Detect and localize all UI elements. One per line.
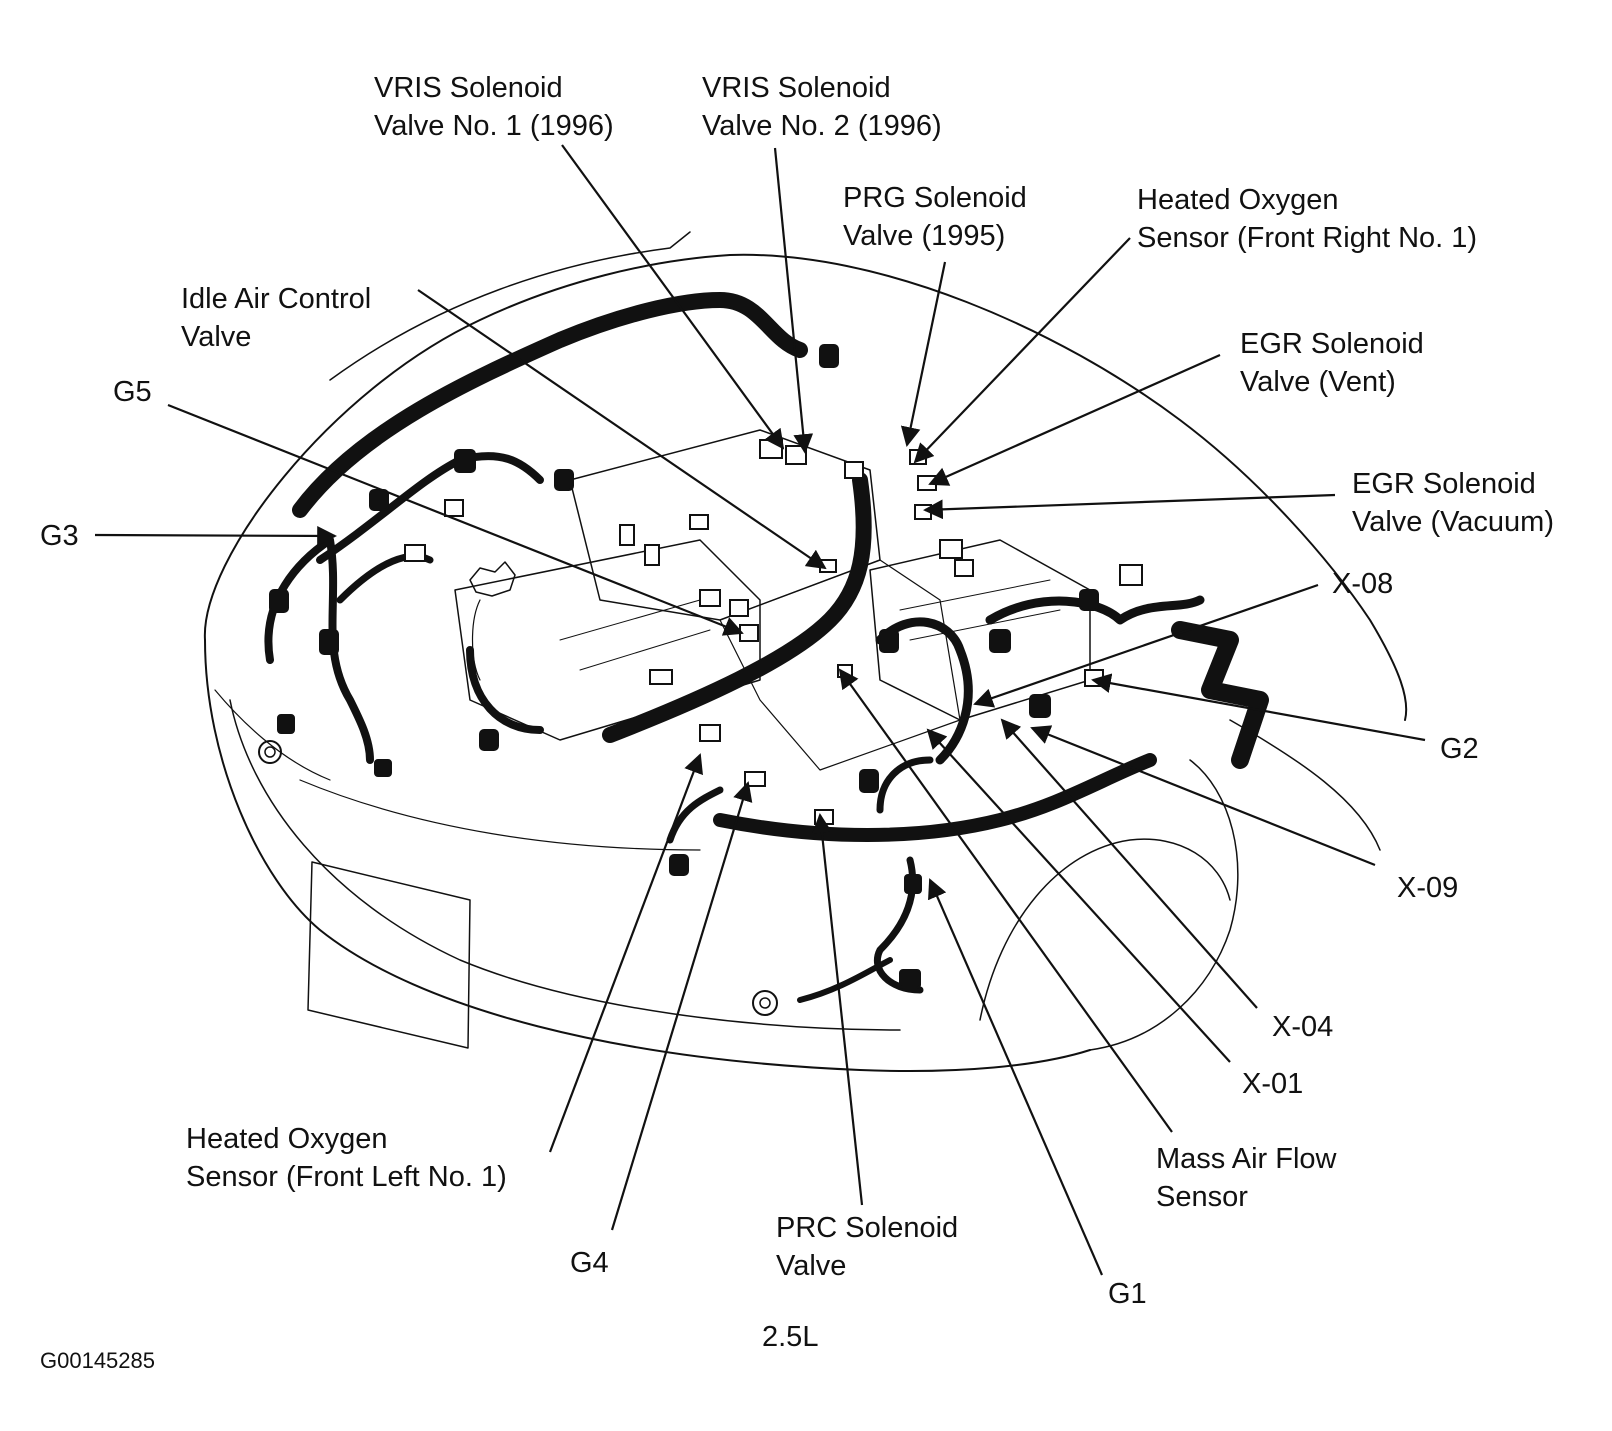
connector [814, 809, 834, 825]
leader-g3 [94, 526, 337, 546]
leader-x01 [926, 728, 1231, 1063]
harness-right [1171, 621, 1269, 769]
leader-x09 [1030, 725, 1376, 867]
harness-left-main [602, 472, 872, 743]
label-vris-solenoid-valve-2: VRIS Solenoid Valve No. 2 (1996) [702, 72, 942, 142]
wheel-arch [979, 838, 1231, 1021]
connector [649, 669, 673, 685]
label-egr-solenoid-valve-vent: EGR Solenoid Valve (Vent) [1240, 328, 1424, 398]
bumper-lower [229, 699, 901, 1031]
leader-prc [812, 813, 864, 1206]
leader-g1 [928, 878, 1104, 1276]
label-g3: G3 [40, 520, 79, 552]
leader-egr-vac [923, 493, 1336, 520]
connector [729, 599, 749, 617]
connector [844, 461, 864, 479]
connector [699, 724, 721, 742]
leader-g4 [610, 781, 753, 1231]
fog-lamp-left [258, 740, 282, 764]
label-g2: G2 [1440, 733, 1479, 765]
connector [689, 514, 709, 530]
leader-maf [838, 668, 1173, 1133]
connector [785, 445, 807, 465]
connector [644, 544, 660, 566]
label-vris-solenoid-valve-1: VRIS Solenoid Valve No. 1 (1996) [374, 72, 614, 142]
front-bumper [204, 639, 1091, 1073]
label-heated-oxygen-sensor-front-left: Heated Oxygen Sensor (Front Left No. 1) [186, 1123, 507, 1193]
connector [914, 504, 932, 520]
license-plate [307, 861, 471, 1049]
connector [939, 539, 963, 559]
harness-front [713, 753, 1157, 842]
label-x-08: X-08 [1332, 568, 1394, 600]
leader-x08 [973, 583, 1319, 708]
grille-line [299, 779, 701, 851]
label-mass-air-flow-sensor: Mass Air Flow Sensor [1156, 1143, 1337, 1213]
label-g4: G4 [570, 1247, 609, 1279]
label-prg-solenoid-valve: PRG Solenoid Valve (1995) [843, 182, 1027, 252]
leader-ho2s-fr [913, 237, 1131, 464]
leader-g5 [167, 403, 744, 636]
label-g5: G5 [113, 376, 152, 408]
label-heated-oxygen-sensor-front-right: Heated Oxygen Sensor (Front Right No. 1) [1137, 184, 1478, 254]
fender-right [1089, 759, 1239, 1051]
intake-manifold [569, 429, 881, 621]
body-outline [203, 253, 1408, 721]
label-x-09: X-09 [1397, 872, 1459, 904]
connector [404, 544, 426, 562]
leader-ho2s-fl [548, 753, 703, 1153]
fog-lamp-right [752, 990, 778, 1016]
label-idle-air-control-valve: Idle Air Control Valve [181, 283, 372, 353]
leader-vris-1 [561, 144, 785, 450]
connector [699, 589, 721, 607]
leader-g2 [1091, 673, 1426, 742]
label-egr-solenoid-valve-vacuum: EGR Solenoid Valve (Vacuum) [1352, 468, 1554, 538]
figure-caption: 2.5L [762, 1321, 819, 1353]
leader-egr-vent [928, 353, 1221, 486]
label-x-04: X-04 [1272, 1011, 1334, 1043]
connector [444, 499, 464, 517]
leader-prg [900, 261, 947, 447]
headlight-left [214, 689, 331, 781]
harness-top [292, 292, 808, 518]
leader-x04 [1000, 718, 1258, 1009]
figure-id: G00145285 [40, 1348, 155, 1373]
connector [1119, 564, 1143, 586]
label-x-01: X-01 [1242, 1068, 1304, 1100]
label-prc-solenoid-valve: PRC Solenoid Valve [776, 1212, 959, 1282]
connector [1084, 669, 1104, 687]
leader-vris-2 [773, 147, 814, 454]
valve-cover-left [454, 539, 761, 741]
connector [619, 524, 635, 546]
leader-iac [417, 289, 827, 570]
connector [739, 624, 759, 642]
label-g1: G1 [1108, 1278, 1147, 1310]
connector [954, 559, 974, 577]
valve-cover-right [869, 539, 1091, 721]
oil-cap [469, 561, 516, 597]
